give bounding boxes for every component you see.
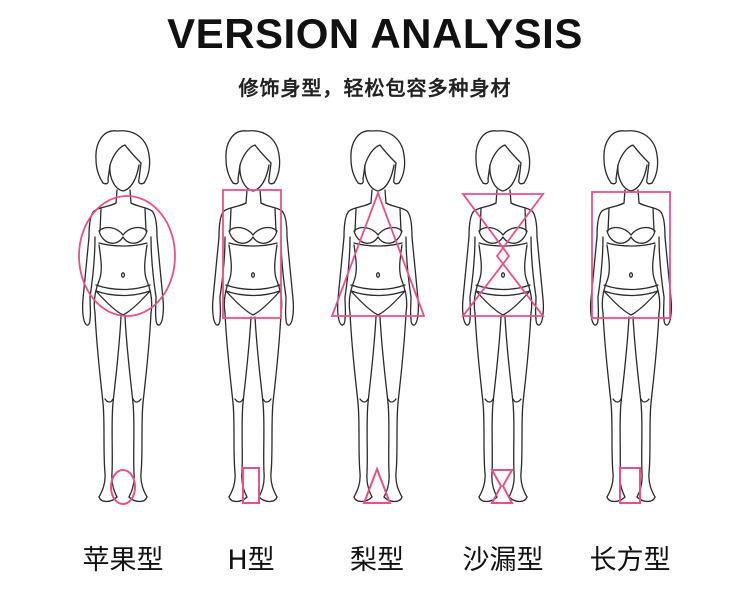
rectangle-icon xyxy=(242,467,260,504)
figure-pear xyxy=(330,130,426,503)
triangle-icon xyxy=(362,466,392,504)
label-h: H型 xyxy=(227,545,275,576)
label-pear: 梨型 xyxy=(350,545,404,576)
rectangle-icon xyxy=(619,467,641,504)
figure-hourglass xyxy=(461,130,545,503)
figure-apple xyxy=(78,130,176,503)
hourglass-icon xyxy=(490,469,514,504)
figure-h xyxy=(211,130,295,503)
page-title: VERSION ANALYSIS xyxy=(167,10,583,57)
label-rectangle: 长方型 xyxy=(589,545,671,576)
page-subtitle: 修饰身型，轻松包容多种身材 xyxy=(238,76,512,100)
label-apple: 苹果型 xyxy=(82,545,164,576)
figure-rectangle xyxy=(589,130,673,503)
label-hourglass: 沙漏型 xyxy=(462,545,544,576)
ellipse-icon xyxy=(110,469,136,505)
